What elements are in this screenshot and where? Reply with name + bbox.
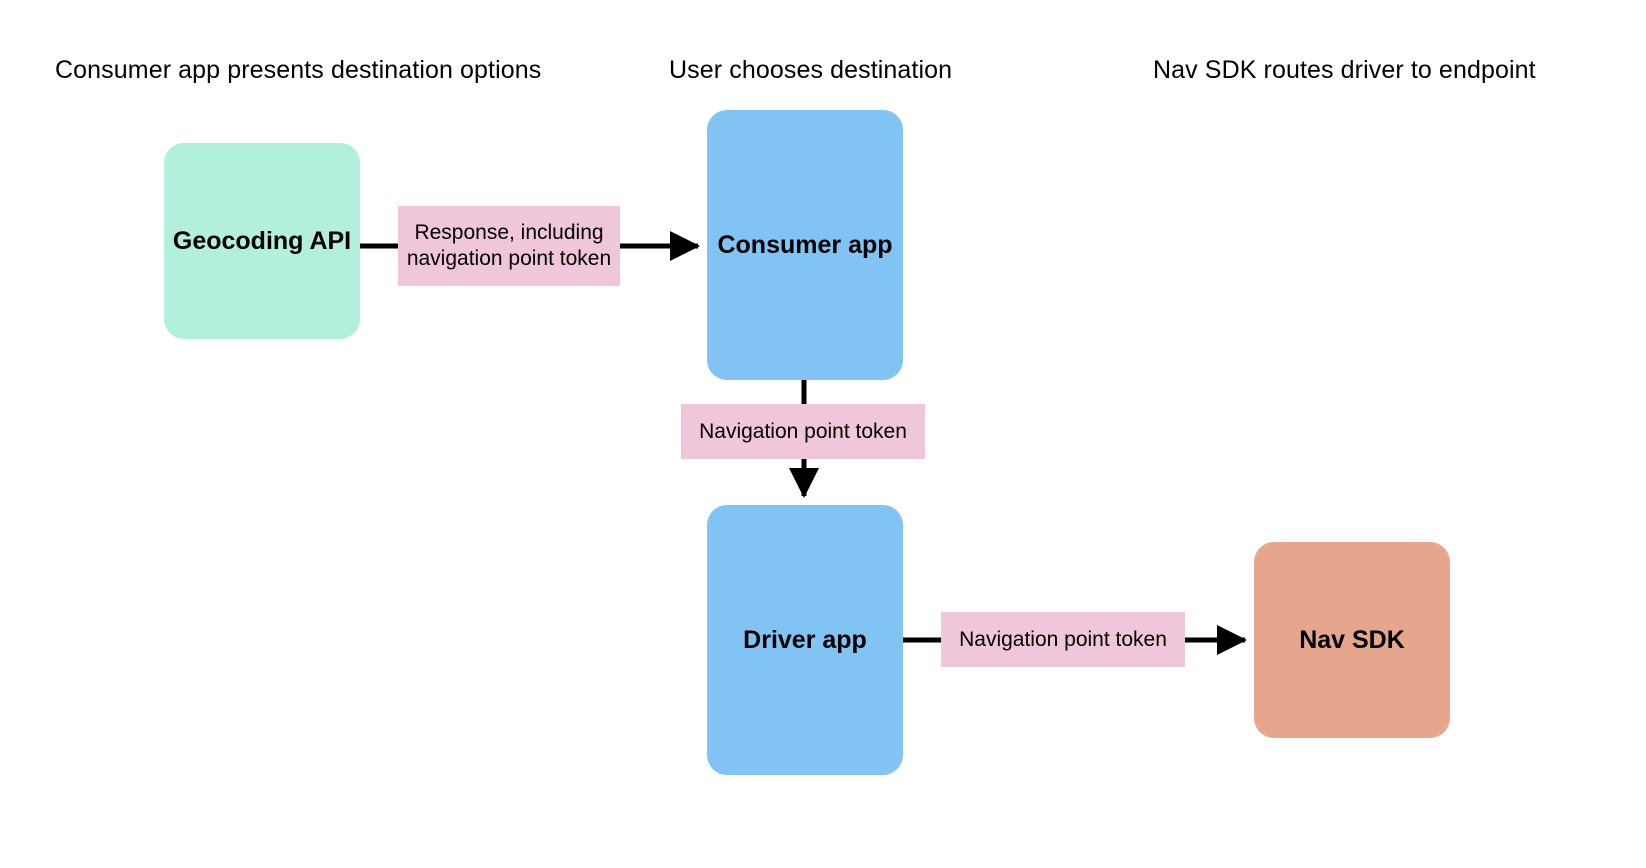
edge-label-nav-token-lower: Navigation point token [941, 612, 1185, 667]
node-consumer-app[interactable]: Consumer app [707, 110, 903, 380]
node-consumer-app-label: Consumer app [717, 231, 893, 259]
node-nav-sdk-label: Nav SDK [1299, 626, 1405, 654]
node-geocoding-api[interactable]: Geocoding API [164, 143, 360, 339]
column-heading-navsdk: Nav SDK routes driver to endpoint [1153, 56, 1536, 84]
node-driver-app[interactable]: Driver app [707, 505, 903, 775]
node-driver-app-label: Driver app [743, 626, 867, 654]
edge-label-nav-token-mid-text: Navigation point token [699, 419, 907, 443]
edge-label-nav-token-mid: Navigation point token [681, 404, 925, 459]
column-heading-consumer: Consumer app presents destination option… [55, 56, 542, 84]
node-nav-sdk[interactable]: Nav SDK [1254, 542, 1450, 738]
node-geocoding-api-label: Geocoding API [172, 227, 352, 255]
edge-label-nav-token-lower-text: Navigation point token [959, 627, 1167, 651]
edge-label-response-text: Response, including navigation point tok… [406, 221, 612, 270]
edge-label-response: Response, including navigation point tok… [398, 206, 620, 286]
column-heading-user: User chooses destination [669, 56, 953, 84]
